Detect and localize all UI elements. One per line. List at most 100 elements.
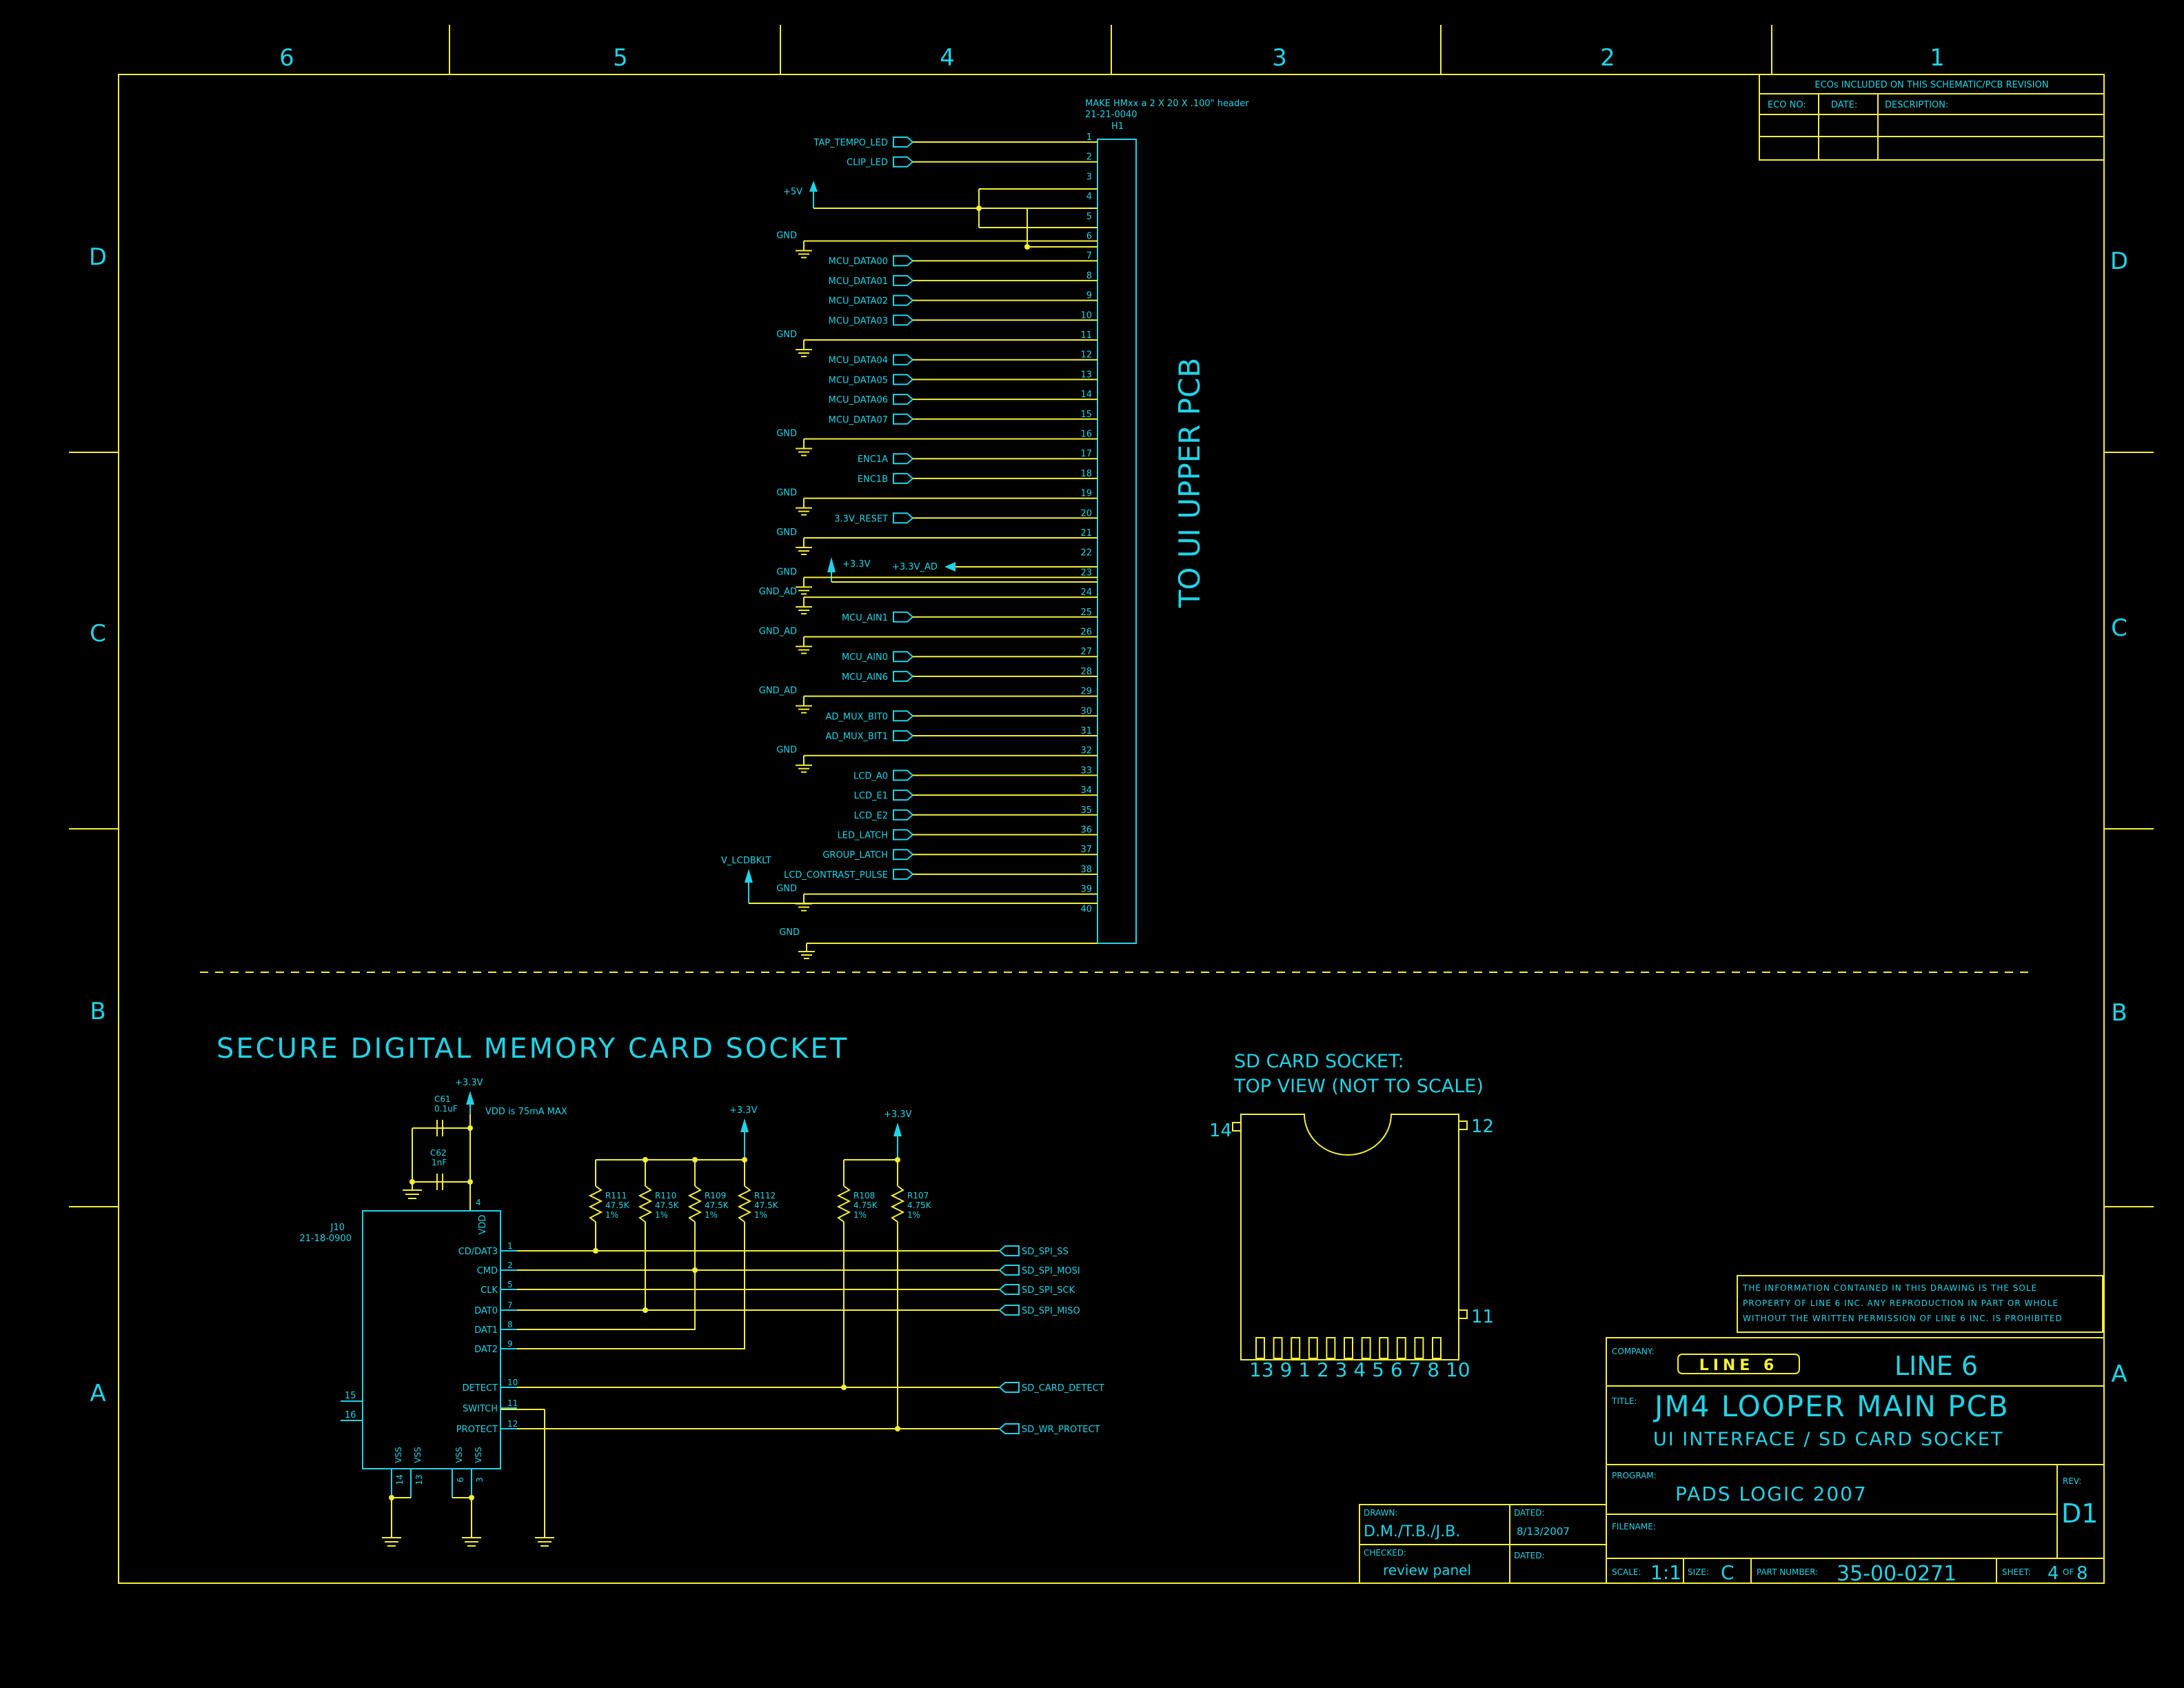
resistor-value: 4.75K (853, 1200, 878, 1210)
dated-value: 8/13/2007 (1517, 1525, 1570, 1538)
c61-value: 0.1uF (434, 1104, 458, 1114)
j10-pin-name: DETECT (463, 1383, 498, 1394)
socket-contact (1432, 1337, 1442, 1359)
signal-net-label: MCU_DATA03 (829, 316, 888, 326)
dated-label: DATED: (1514, 1508, 1545, 1518)
sd-signal-nets: SD_SPI_SSSD_SPI_MOSISD_SPI_SCKSD_SPI_MIS… (517, 1222, 1104, 1435)
signal-net-label: LCD_CONTRAST_PULSE (784, 870, 888, 881)
off-page-connector-icon (893, 137, 914, 148)
socket-contact (1291, 1337, 1301, 1359)
zone-column-labels: 6 5 4 3 2 1 (279, 44, 1945, 72)
header-pin-number: 14 (1080, 390, 1092, 400)
header-pin-number: 32 (1080, 746, 1092, 756)
header-pin-number: 17 (1080, 449, 1092, 459)
power-arrow-icon (893, 1123, 902, 1136)
socket-contact (1308, 1337, 1318, 1359)
header-signal: MCU_AIN6 (842, 670, 1098, 683)
header-pin-number: 36 (1080, 825, 1092, 836)
header-signal: MCU_AIN1 (842, 611, 1098, 623)
j10-pin-name: CLK (481, 1285, 498, 1296)
zone-row-label: B (90, 998, 105, 1025)
sd-vdd-decoupling: +3.3V VDD is 75mA MAX C61 0.1uF C62 1nF … (403, 1078, 567, 1211)
j10-body (362, 1210, 501, 1469)
net-wire (517, 1222, 745, 1349)
proprietary-notice: THE INFORMATION CONTAINED IN THIS DRAWIN… (1737, 1275, 2103, 1333)
header-pin-number: 30 (1080, 706, 1092, 716)
signal-net-label: MCU_AIN0 (842, 652, 888, 663)
program-value: PADS LOGIC 2007 (1675, 1483, 1868, 1505)
power-arrow-icon (745, 869, 753, 883)
ground-net-label: GND (776, 330, 797, 340)
off-page-connector-icon (893, 611, 914, 623)
off-page-connector-icon (893, 354, 914, 365)
off-page-connector-icon (893, 730, 914, 741)
resistor-refdes: R108 (853, 1191, 875, 1200)
zone-col-label: 5 (613, 44, 628, 72)
ground-net-label: GND (776, 745, 797, 756)
program-label: PROGRAM: (1612, 1471, 1657, 1480)
resistor-tolerance: 1% (655, 1210, 668, 1220)
header-pin-number: 31 (1080, 726, 1092, 736)
off-page-connector-icon (893, 413, 914, 425)
drawing-subtitle: UI INTERFACE / SD CARD SOCKET (1653, 1429, 2003, 1450)
dated2-label: DATED: (1514, 1551, 1545, 1560)
socket-contact (1361, 1337, 1371, 1359)
header-signal: LCD_CONTRAST_PULSE (784, 868, 1098, 881)
plus33v-label: +3.3V (842, 559, 871, 570)
off-page-connector-icon (893, 790, 914, 801)
socket-contact (1255, 1337, 1265, 1359)
signal-net-label: MCU_DATA02 (829, 297, 888, 307)
sheet-label: SHEET: (2002, 1567, 2031, 1577)
resistor-refdes: R109 (705, 1191, 726, 1200)
junction-dot (841, 1385, 847, 1390)
j10-pin-name: CMD (477, 1266, 498, 1276)
off-page-connector-icon (893, 670, 914, 682)
off-page-connector-icon (998, 1265, 1020, 1276)
header-pin-number: 29 (1080, 687, 1092, 697)
ground-net-label: GND (776, 231, 797, 241)
notice-line: THE INFORMATION CONTAINED IN THIS DRAWIN… (1742, 1283, 2037, 1293)
ground-net-label: GND (776, 884, 797, 894)
resistor-icon (890, 1185, 905, 1223)
sd-output-label: SD_CARD_DETECT (1022, 1383, 1104, 1394)
j10-pin-number: 7 (507, 1300, 513, 1310)
header-pin-number: 24 (1080, 587, 1092, 598)
j10-pin-number: 11 (507, 1398, 518, 1408)
ground-icon (796, 586, 812, 595)
signal-net-label: MCU_DATA00 (829, 257, 888, 267)
resistor-tolerance: 1% (605, 1210, 618, 1220)
header-pin-number: 6 (1086, 232, 1092, 242)
j10-pin: DAT2 9 (474, 1339, 517, 1355)
socket-view-title: SD CARD SOCKET: (1234, 1051, 1404, 1072)
header-h1: MAKE HMxx a 2 X 20 X .100" header 21-21-… (1085, 99, 1249, 944)
signal-net-label: LCD_A0 (853, 771, 888, 781)
resistor-value: 47.5K (705, 1200, 729, 1210)
header-pin-number: 23 (1080, 567, 1092, 578)
signal-net-label: LED_LATCH (838, 831, 888, 841)
resistor-value: 47.5K (605, 1200, 630, 1210)
resistor-refdes: R107 (907, 1191, 929, 1200)
j10-refdes: J10 (330, 1223, 345, 1233)
j10-bottom-pin: 3 (475, 1477, 485, 1483)
sd-output-label: SD_SPI_SS (1022, 1247, 1069, 1257)
ground-net-label: GND_AD (759, 587, 797, 597)
j10-vss-label: VSS (454, 1447, 464, 1463)
signal-net-label: ENC1A (858, 454, 888, 465)
v-lcdbklt-label: V_LCDBKLT (721, 856, 771, 866)
header-pin-number: 12 (1080, 350, 1092, 361)
header-signal: MCU_DATA05 (829, 374, 1098, 385)
header-pin-number: 27 (1080, 647, 1092, 657)
resistor-icon (687, 1185, 702, 1223)
ground-net-label: GND (776, 488, 797, 499)
j10-left-pin: 16 (345, 1410, 356, 1420)
power-arrow-icon (809, 181, 818, 192)
header-pin-number: 15 (1080, 410, 1092, 420)
header-signal: AD_MUX_BIT1 (825, 730, 1098, 742)
ground-net: GND (776, 231, 1098, 259)
notice-line: WITHOUT THE WRITTEN PERMISSION OF LINE 6… (1743, 1314, 2063, 1323)
j10-pin-name: DAT2 (474, 1345, 498, 1355)
j10-pin-number: 9 (507, 1339, 513, 1349)
